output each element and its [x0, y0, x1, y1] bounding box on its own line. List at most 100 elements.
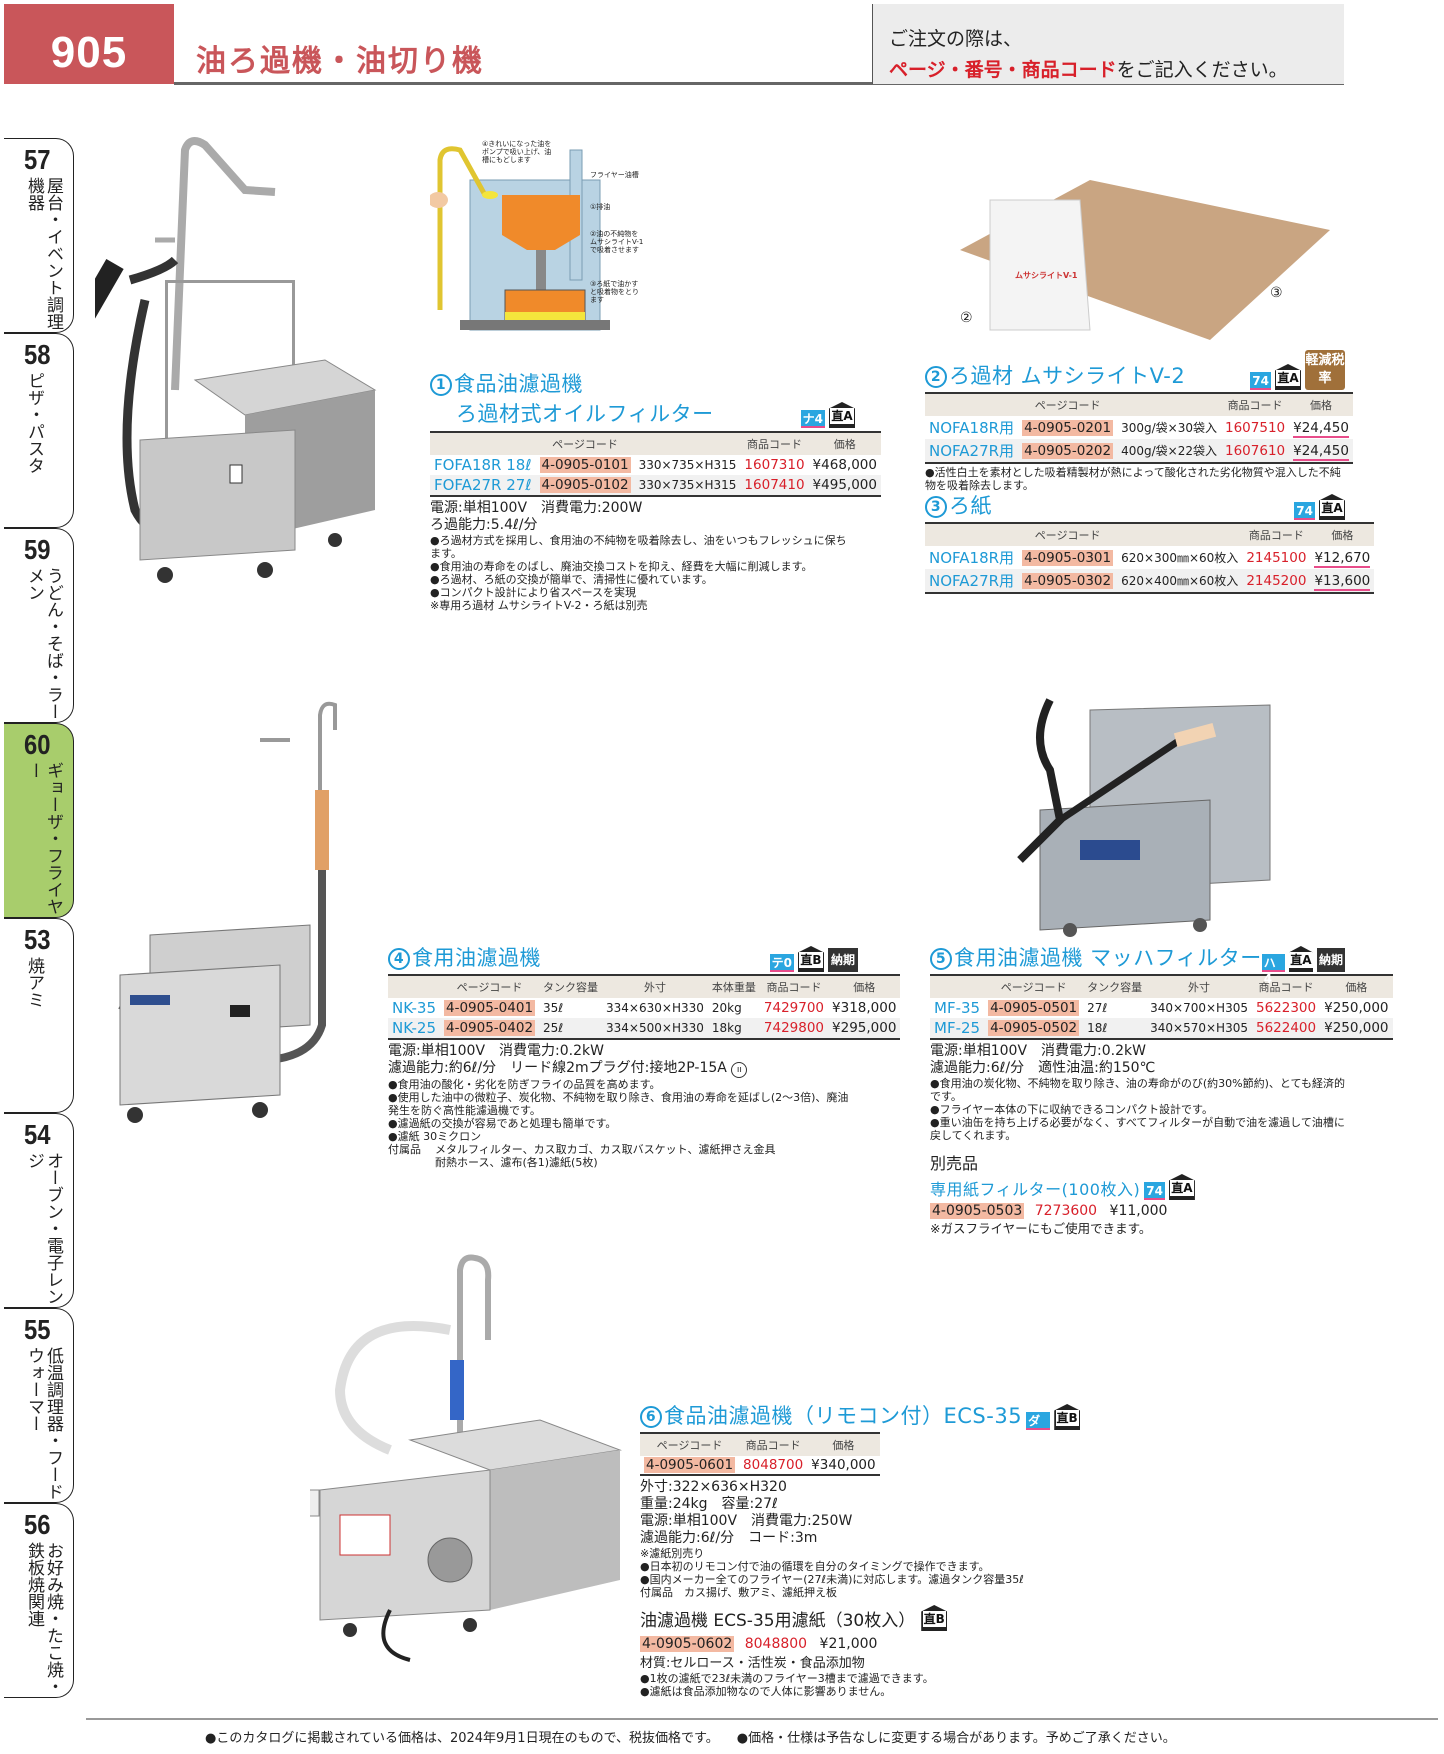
col-header-tank: タンク容量 — [1087, 981, 1143, 994]
bullet: ●活性白土を素材とした吸着精製材が熱によって酸化された劣化物質や混入した不純物を… — [925, 466, 1341, 492]
price: ¥318,000 — [832, 1000, 897, 1016]
bullet: ●日本初のリモコン付で油の循環を自分のタイミングで操作できます。 — [640, 1560, 990, 1573]
page-title: 油ろ過機・油切り機 — [196, 44, 484, 79]
accessory-line: 耐熱ホース、濾布(各1)濾紙(5枚) — [435, 1156, 598, 1169]
tab-number: 58 — [24, 339, 51, 370]
col-header — [388, 975, 440, 998]
product-image-fofa-oil-filter — [95, 130, 415, 620]
spec-line: 電源:単相100V 消費電力:200W — [430, 500, 643, 516]
spec-line: 濾過能力:6ℓ/分 コード:3m — [640, 1530, 818, 1546]
option-notes: 材質:セルロース・活性炭・食品添加物 ●1枚の濾紙で23ℓ未満のフライヤー3槽ま… — [640, 1655, 1080, 1698]
item-code: 7273600 — [1034, 1203, 1098, 1219]
page-code-value: 4-0905-0401 — [443, 1000, 536, 1016]
product-number-badge: 3 — [925, 496, 947, 518]
product-6-option: 油濾過機 ECS-35用濾紙（30枚入） 直B 4-0905-0602 8048… — [640, 1605, 1080, 1698]
product-4-badges: テ0 直B 納期 — [769, 946, 858, 972]
col-header — [930, 975, 984, 998]
supplier-code-badge: ナ4 — [800, 410, 825, 428]
price: ¥21,000 — [819, 1636, 878, 1652]
page-code: 4-0905-0602 — [640, 1636, 735, 1652]
table-row: NOFA18R用 4-0905-0201 300g/袋×30袋入 1607510… — [925, 416, 1353, 439]
order-note-line2: ページ・番号・商品コードをご記入ください。 — [889, 55, 1344, 82]
col-header-dims: 外寸 — [1188, 981, 1211, 994]
diagram-label-step2: ②油の不純物をムサシライトV-1で吸着させます — [590, 230, 644, 254]
spec-line: 外寸:322×636×H320 — [640, 1479, 787, 1495]
direct-ship-label: 直B — [1055, 1410, 1079, 1426]
accessories-label: 付属品 — [388, 1143, 421, 1156]
product-2-table: ページコード 商品コード 価格 NOFA18R用 4-0905-0201 300… — [925, 392, 1353, 464]
model: NOFA27R用 — [929, 442, 1015, 460]
col-header-item-code: 商品コード — [1227, 399, 1283, 412]
tab-number: 60 — [24, 729, 51, 760]
col-header — [925, 523, 1018, 546]
tab-number: 53 — [24, 924, 51, 955]
col-header — [1117, 393, 1221, 416]
direct-ship-icon: 直A — [1319, 494, 1345, 520]
product-number-badge: 5 — [930, 948, 952, 970]
bullet: ●国内メーカー全てのフライヤー(27ℓ未満)に対応します。濾過タンク容量35ℓ — [640, 1573, 1024, 1586]
option-title: 油濾過機 ECS-35用濾紙（30枚入） — [640, 1611, 916, 1631]
item-code: 1607410 — [744, 477, 805, 493]
dimensions: 340×700×H305 — [1150, 1001, 1248, 1015]
model: NK-35 — [392, 999, 436, 1017]
price: ¥295,000 — [832, 1020, 897, 1036]
dimensions: 334×630×H330 — [606, 1001, 704, 1015]
direct-ship-icon: 直B — [798, 946, 824, 972]
product-5-notes: 電源:単相100V 消費電力:0.2kW 濾過能力:6ℓ/分 適性油温:約150… — [930, 1043, 1345, 1142]
product-image-musashilite-and-paper: ムサシライトV-1 ② ③ — [930, 160, 1330, 340]
option-note: ※ガスフライヤーにもご使用できます。 — [930, 1221, 1152, 1236]
image-label-2: ② — [960, 310, 973, 326]
col-header — [430, 432, 536, 455]
page-code: 4-0905-0202 — [1018, 439, 1117, 463]
note: ※濾紙別売り — [640, 1547, 705, 1560]
price: ¥468,000 — [812, 457, 877, 473]
tab-label: ギョーザ・フライヤー — [24, 762, 63, 915]
item-code: 2145100 — [1246, 549, 1307, 566]
product-6-table: ページコード 商品コード 価格 4-0905-0601 8048700 ¥340… — [640, 1432, 880, 1476]
price: ¥12,670 — [1310, 546, 1374, 569]
order-note-line1: ご注文の際は、 — [889, 28, 1023, 50]
col-header-page-code: ページコード — [1034, 399, 1101, 412]
tab-number: 59 — [24, 534, 51, 565]
title-text: 食用油濾過機 マッハフィルター — [954, 946, 1262, 970]
col-header-item-code: 商品コード — [745, 1439, 801, 1452]
price: ¥250,000 — [1324, 1020, 1389, 1036]
item-code: 7429800 — [763, 1020, 825, 1036]
item-code: 2145200 — [1246, 572, 1307, 589]
price: ¥495,000 — [812, 477, 877, 493]
page-code-value: 4-0905-0402 — [443, 1020, 536, 1036]
spec-line: ろ過能力:5.4ℓ/分 — [430, 517, 538, 533]
price-value: ¥24,450 — [1293, 419, 1349, 438]
col-header-item-code: 商品コード — [1248, 529, 1304, 542]
table-row: FOFA18R 18ℓ 4-0905-0101 330×735×H315 160… — [430, 455, 881, 475]
bullet: ●濾紙 30ミクロン — [388, 1130, 482, 1143]
product-1-badges: ナ4 直A — [800, 402, 855, 428]
direct-ship-label: 直B — [799, 952, 823, 968]
model: MF-25 — [934, 1019, 981, 1037]
product-1-notes: 電源:単相100V 消費電力:200W ろ過能力:5.4ℓ/分 ●ろ過材方式を採… — [430, 500, 855, 612]
col-header-price: 価格 — [832, 1439, 855, 1452]
product-2-notes: ●活性白土を素材とした吸着精製材が熱によって酸化された劣化物質や混入した不純物を… — [925, 466, 1345, 492]
item-code: 7429700 — [763, 1000, 825, 1016]
tab-number: 55 — [24, 1314, 51, 1345]
spec-text: 濾過能力:約6ℓ/分 リード線2mプラグ付:接地2P-15A — [388, 1060, 727, 1076]
order-instructions: ご注文の際は、 ページ・番号・商品コードをご記入ください。 — [872, 4, 1344, 84]
direct-ship-label: 直A — [1170, 1180, 1194, 1196]
page-code: 4-0905-0503 — [930, 1203, 1025, 1219]
item-code: 1607510 — [1225, 419, 1286, 436]
supplier-code-badge: 74 — [1144, 1182, 1165, 1200]
